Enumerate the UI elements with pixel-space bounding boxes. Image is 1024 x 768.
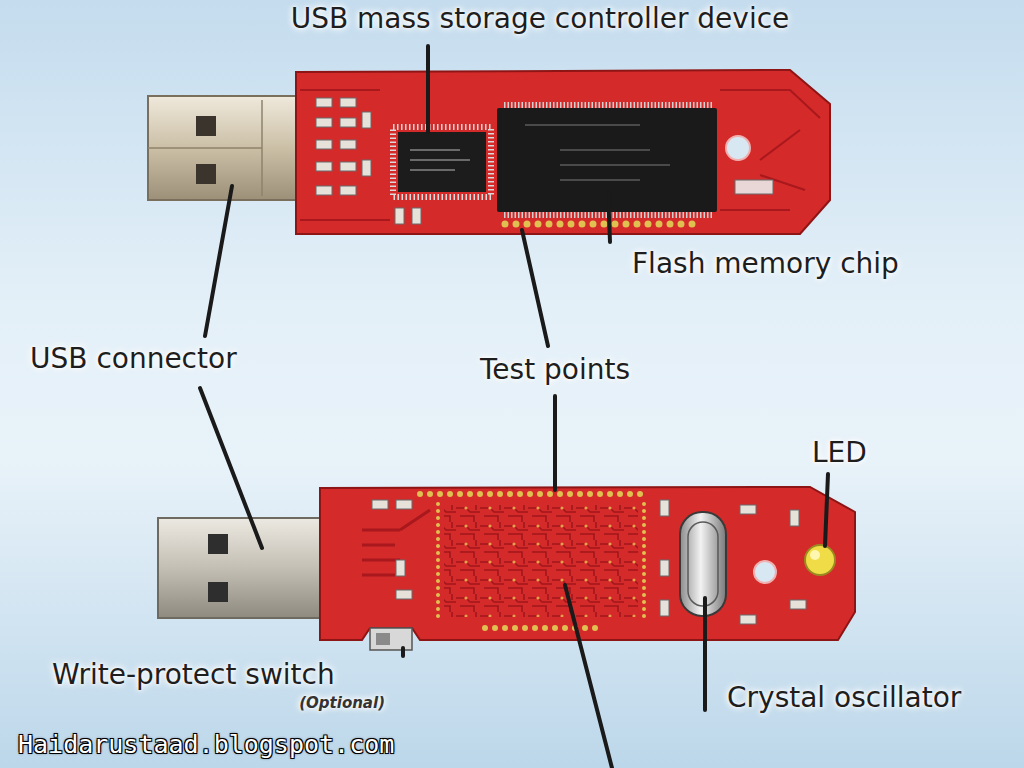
plug-hole [208,534,228,554]
smd-parts [316,98,773,224]
leader-line [553,396,557,490]
leader-line [825,474,828,546]
chip-marking [525,125,670,180]
part-label: Write-protect switch [52,658,335,692]
via-row [436,504,440,622]
note-label: (Optional) [299,694,385,712]
top-board [148,70,830,234]
part-label: USB mass storage controller device [291,2,790,36]
test-pads [505,221,700,228]
leader-line [703,598,707,710]
switch-slider [376,633,390,645]
write-protect-switch [370,628,412,650]
leader-line [205,186,232,336]
board-hole [726,136,750,160]
pcb-trace [300,90,820,220]
plug-seam [148,100,262,196]
part-label: USB connector [30,342,237,376]
leader-line [522,230,548,346]
chip-pins [393,127,491,197]
test-pads [485,625,605,631]
leader-line [426,46,430,132]
plug-hole [208,582,228,602]
chip-pins [504,102,712,108]
leader-line [565,585,612,768]
pcb [296,70,830,234]
pcb [320,487,855,640]
via-row [642,504,646,622]
pcb-traces [444,505,638,617]
leader-line [401,648,405,656]
part-label: Flash memory chip [632,247,899,281]
plug-hole [196,164,216,184]
part-label: LED [812,436,867,470]
led-highlight [810,550,820,560]
bottom-board [158,487,855,650]
part-label: Test points [480,353,630,387]
usb-plug-metal [148,96,302,200]
leader-line [608,190,610,242]
chip-marking [410,150,470,170]
controller-chip [398,132,486,192]
crystal-rim [688,522,718,606]
watermark: Haidarustaad.blogspot.com [18,730,394,760]
board-hole [754,561,776,583]
pcb-trace [362,510,430,575]
part-label: Crystal oscillator [727,681,961,715]
plug-hole [196,116,216,136]
test-pads [420,491,650,497]
smd-parts [372,500,806,624]
led [805,545,835,575]
leader-line [200,388,262,548]
